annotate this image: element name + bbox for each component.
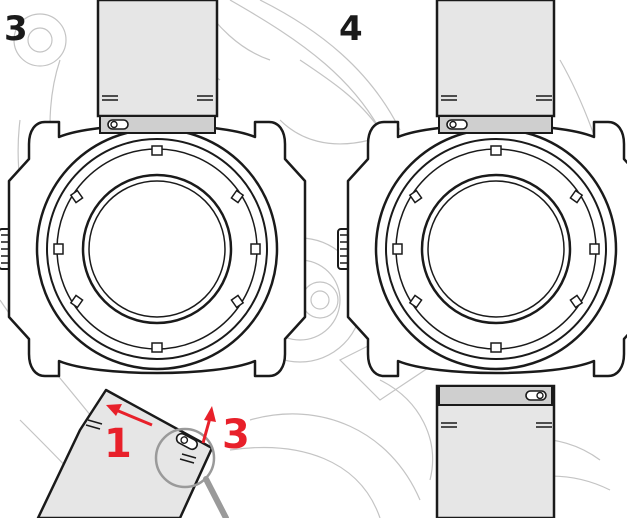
lower-strap-angled [36,388,214,518]
upper-strap [96,0,219,118]
quick-release-pin-bottom [525,390,547,401]
step-3-illustration [0,0,307,518]
quick-release-pin [107,119,129,130]
arrow-1 [106,404,153,427]
upper-strap [435,0,556,118]
quick-release-pin-top [446,119,468,130]
step-number-4: 4 [339,9,363,49]
step-4-illustration [336,0,627,518]
step-number-3: 3 [4,9,28,49]
spring-bar-band-top [438,115,553,134]
magnifier-callout [154,427,229,518]
spring-bar-band [99,115,216,134]
spring-bar-band-bottom [438,385,553,406]
arrow-3 [201,406,216,444]
callout-label-3: 3 [222,412,250,458]
callout-label-1: 1 [104,421,132,467]
